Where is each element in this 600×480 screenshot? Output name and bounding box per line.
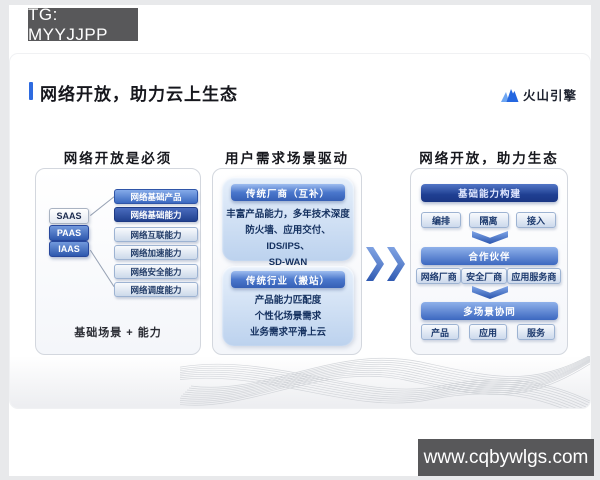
title-accent-bar xyxy=(29,82,33,100)
chevron-right-icon xyxy=(366,247,384,281)
group-text-line: 防火墙、应用交付、IDS/IPS、 xyxy=(245,225,331,252)
telegram-watermark-badge: TG: MYYJJPP xyxy=(28,5,138,44)
wave-pattern-icon xyxy=(180,356,590,408)
capability-box: 网络调度能力 xyxy=(114,282,198,297)
item-box: 接入 xyxy=(516,212,556,228)
brand-name: 火山引擎 xyxy=(522,89,577,103)
wave-pattern-decoration xyxy=(10,356,590,408)
panel-ecosystem: 基础能力构建 编排 隔离 接入 合作伙伴 网络厂商 安全厂商 应用服务商 多场景… xyxy=(410,168,568,355)
layer-box-saas: SAAS xyxy=(49,208,89,224)
slide-title: 网络开放，助力云上生态 xyxy=(40,85,238,104)
website-watermark-badge: www.cqbywlgs.com xyxy=(418,439,594,476)
capability-box: 网络基础能力 xyxy=(114,207,198,222)
column1-heading: 网络开放是必须 xyxy=(63,151,173,166)
group-title-bar: 传统行业（搬站） xyxy=(231,271,345,288)
item-box: 隔离 xyxy=(468,212,509,228)
group-traditional-industry: 传统行业（搬站） 产品能力匹配度 个性化场景需求 业务需求平滑上云 xyxy=(222,266,354,346)
column3-heading: 网络开放，助力生态 xyxy=(419,151,559,166)
section-title-bar: 合作伙伴 xyxy=(421,247,558,265)
capability-box: 网络安全能力 xyxy=(114,264,198,279)
group-text-line: 个性化场景需求 xyxy=(254,311,322,322)
brand-logo: 火山引擎 xyxy=(499,85,577,104)
column2-heading: 用户需求场景驱动 xyxy=(225,151,349,166)
connector-lines xyxy=(89,196,115,287)
capability-box: 网络互联能力 xyxy=(114,227,198,242)
group-text-line: 业务需求平滑上云 xyxy=(249,327,326,338)
group-title-bar: 传统厂商（互补） xyxy=(231,184,345,201)
item-box: 服务 xyxy=(517,324,555,340)
group-text: 产品能力匹配度 个性化场景需求 业务需求平滑上云 xyxy=(225,293,351,341)
item-box: 网络厂商 xyxy=(416,268,462,284)
capability-box: 网络加速能力 xyxy=(114,245,198,260)
layer-box-paas: PAAS xyxy=(49,225,89,241)
volcano-logo-icon xyxy=(500,88,519,102)
group-text: 丰富产品能力，多年技术深度 防火墙、应用交付、IDS/IPS、 SD-WAN xyxy=(225,207,351,271)
group-text-line: 产品能力匹配度 xyxy=(254,295,322,306)
group-text-line: 丰富产品能力，多年技术深度 xyxy=(226,209,350,220)
section-items: 产品 应用 服务 xyxy=(421,324,555,340)
layer-box-iaas: IAAS xyxy=(49,241,89,257)
slide-canvas: 网络开放，助力云上生态 火山引擎 网络开放是必须 用户需求场景驱动 网络开放，助… xyxy=(10,54,590,408)
chevron-down-icon xyxy=(472,231,508,244)
chevron-down-icon xyxy=(472,286,508,299)
item-box: 应用 xyxy=(469,324,507,340)
panel-user-demand: 传统厂商（互补） 丰富产品能力，多年技术深度 防火墙、应用交付、IDS/IPS、… xyxy=(212,168,362,355)
section-items: 编排 隔离 接入 xyxy=(421,212,556,228)
item-box: 产品 xyxy=(421,324,459,340)
double-chevron-right-icon xyxy=(366,247,405,281)
group-text-line: SD-WAN xyxy=(268,257,308,268)
panel-network-open-necessity: SAAS PAAS IAAS 网络基础产品 网络基础能力 网络互联能力 网络加速… xyxy=(35,168,201,355)
group-traditional-vendor: 传统厂商（互补） 丰富产品能力，多年技术深度 防火墙、应用交付、IDS/IPS、… xyxy=(222,177,354,268)
chevron-right-icon xyxy=(387,247,405,281)
section-title-bar: 多场景协同 xyxy=(421,302,558,320)
column1-footer-label: 基础场景 + 能力 xyxy=(74,327,162,339)
item-box: 应用服务商 xyxy=(506,268,562,284)
item-box: 编排 xyxy=(421,212,461,228)
section-items: 网络厂商 安全厂商 应用服务商 xyxy=(416,268,562,284)
item-box: 安全厂商 xyxy=(461,268,507,284)
capability-box: 网络基础产品 xyxy=(114,189,198,204)
section-title-bar: 基础能力构建 xyxy=(421,184,558,202)
